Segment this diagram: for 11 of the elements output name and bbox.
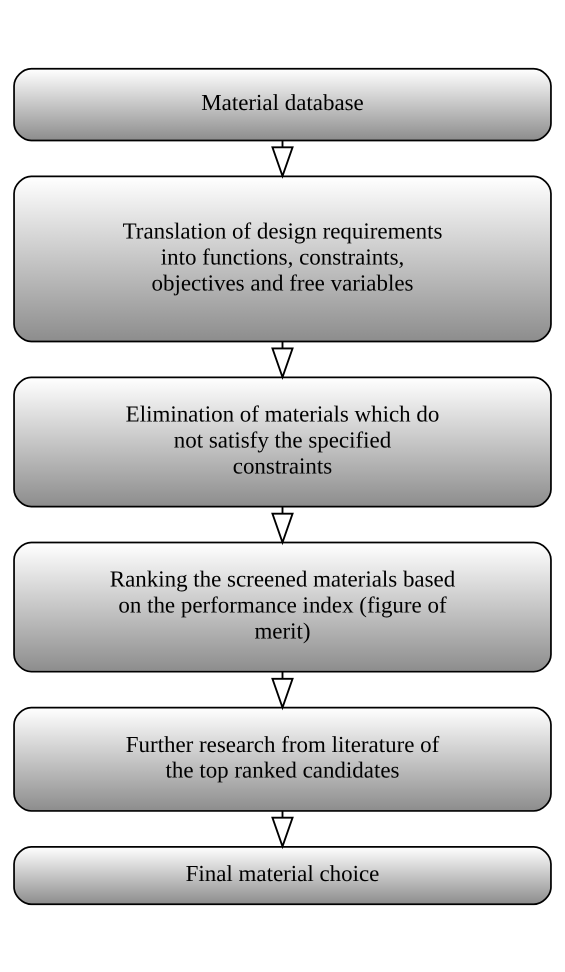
node-box: Ranking the screened materials based on the performance index (figure of merit) [13,541,552,672]
node-box: Final material choice [13,845,552,905]
arrow [271,671,294,710]
node-box: Material database [13,67,552,141]
node-box: Translation of design requirements into functions, constraints, objectives and free variables [13,175,552,342]
arrow [271,140,294,178]
node-box: Further research from literature of the top ranked candidates [13,706,552,812]
arrow [271,506,294,545]
arrow [271,810,294,849]
node-box: Elimination of materials which do not satisfy the specified constraints [13,376,552,507]
arrow [271,341,294,380]
